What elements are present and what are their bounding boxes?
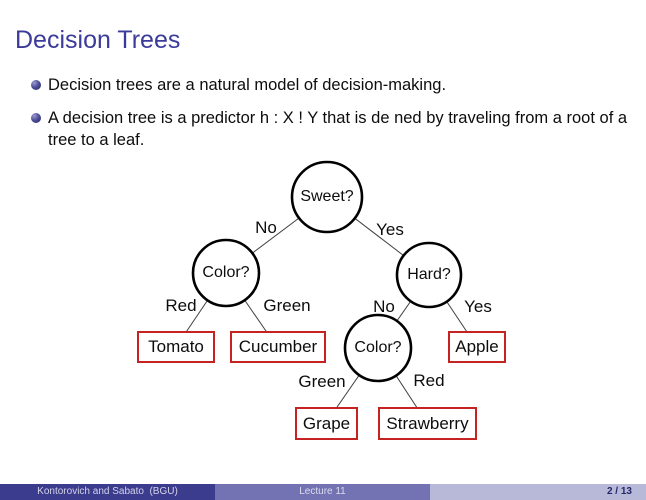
bullet-ball-icon [31,113,41,123]
footer-authors: Kontorovich and Sabato (BGU) [0,484,215,500]
tree-leaf-box: Apple [448,331,506,363]
tree-edge-label: Green [298,372,346,391]
tree-node-circle [191,238,261,308]
tree-edge-label: Green [263,296,311,315]
tree-leaf-box: Cucumber [230,331,326,363]
tree-leaf-box: Strawberry [378,407,477,440]
tree-edge-label: Yes [464,297,492,316]
bullet-item: A decision tree is a predictor h : X ! Y… [31,107,630,151]
tree-leaf-box: Tomato [137,331,215,363]
footer-page-number: 2 / 13 [430,484,646,500]
tree-node-circle [290,160,364,234]
slide-title: Decision Trees [15,26,181,54]
tree-edge-label: Red [165,296,197,315]
tree-node-label: Color? [202,264,250,281]
tree-node-circle [343,313,413,383]
tree-node-label: Sweet? [300,188,354,205]
tree-edge-label: Yes [376,220,404,239]
footer-lecture: Lecture 11 [215,484,430,500]
bullet-text: A decision tree is a predictor h : X ! Y… [48,109,628,149]
bullet-ball-icon [31,80,41,90]
bullet-item: Decision trees are a natural model of de… [31,74,630,96]
tree-node-label: Color? [354,339,402,356]
tree-edge-label: No [255,218,277,237]
tree-node-circle [395,241,463,309]
bullet-text: Decision trees are a natural model of de… [48,76,447,94]
tree-edge-label: Red [413,371,445,390]
tree-leaf-box: Grape [295,407,358,440]
tree-edge-label: No [373,297,395,316]
footer-bar: Kontorovich and Sabato (BGU) Lecture 11 … [0,484,646,500]
tree-node-label: Hard? [407,266,451,283]
